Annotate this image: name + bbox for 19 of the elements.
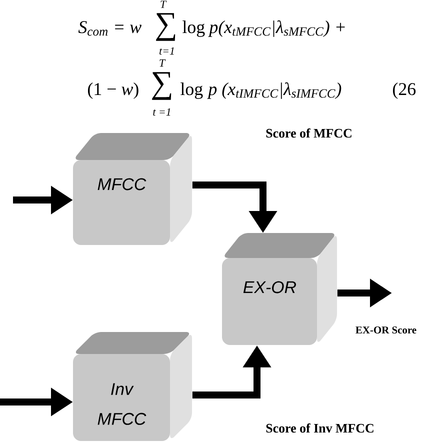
score-label: Score of Inv MFCC: [266, 423, 374, 433]
equation-text: log: [180, 82, 203, 99]
limit-text: t =1: [153, 108, 170, 116]
equation-number: (26: [392, 82, 416, 99]
score-label: Score of MFCC: [266, 128, 352, 138]
cube-block: Inv MFCC: [73, 332, 192, 441]
summation-sign: ∑: [152, 72, 172, 100]
score-label: EX-OR Score: [356, 326, 416, 334]
equation-text: log: [182, 20, 205, 37]
cube-block: EX-OR: [222, 233, 337, 345]
equation-text: (1 − w): [88, 82, 138, 99]
equation-text: S$_{com}$ = w: [78, 21, 142, 36]
summation-sign: ∑: [156, 13, 176, 41]
limit-text: T: [160, 0, 167, 8]
cube-block: MFCC: [73, 133, 192, 245]
equation-text: p (x$_{tIMFCC}$|λ$_{sIMFCC}$): [207, 82, 342, 99]
limit-text: t=1: [160, 47, 174, 55]
limit-text: T: [160, 59, 166, 67]
equation-text: p(x$_{tMFCC}$|λ$_{sMFCC}$) +: [208, 20, 345, 37]
